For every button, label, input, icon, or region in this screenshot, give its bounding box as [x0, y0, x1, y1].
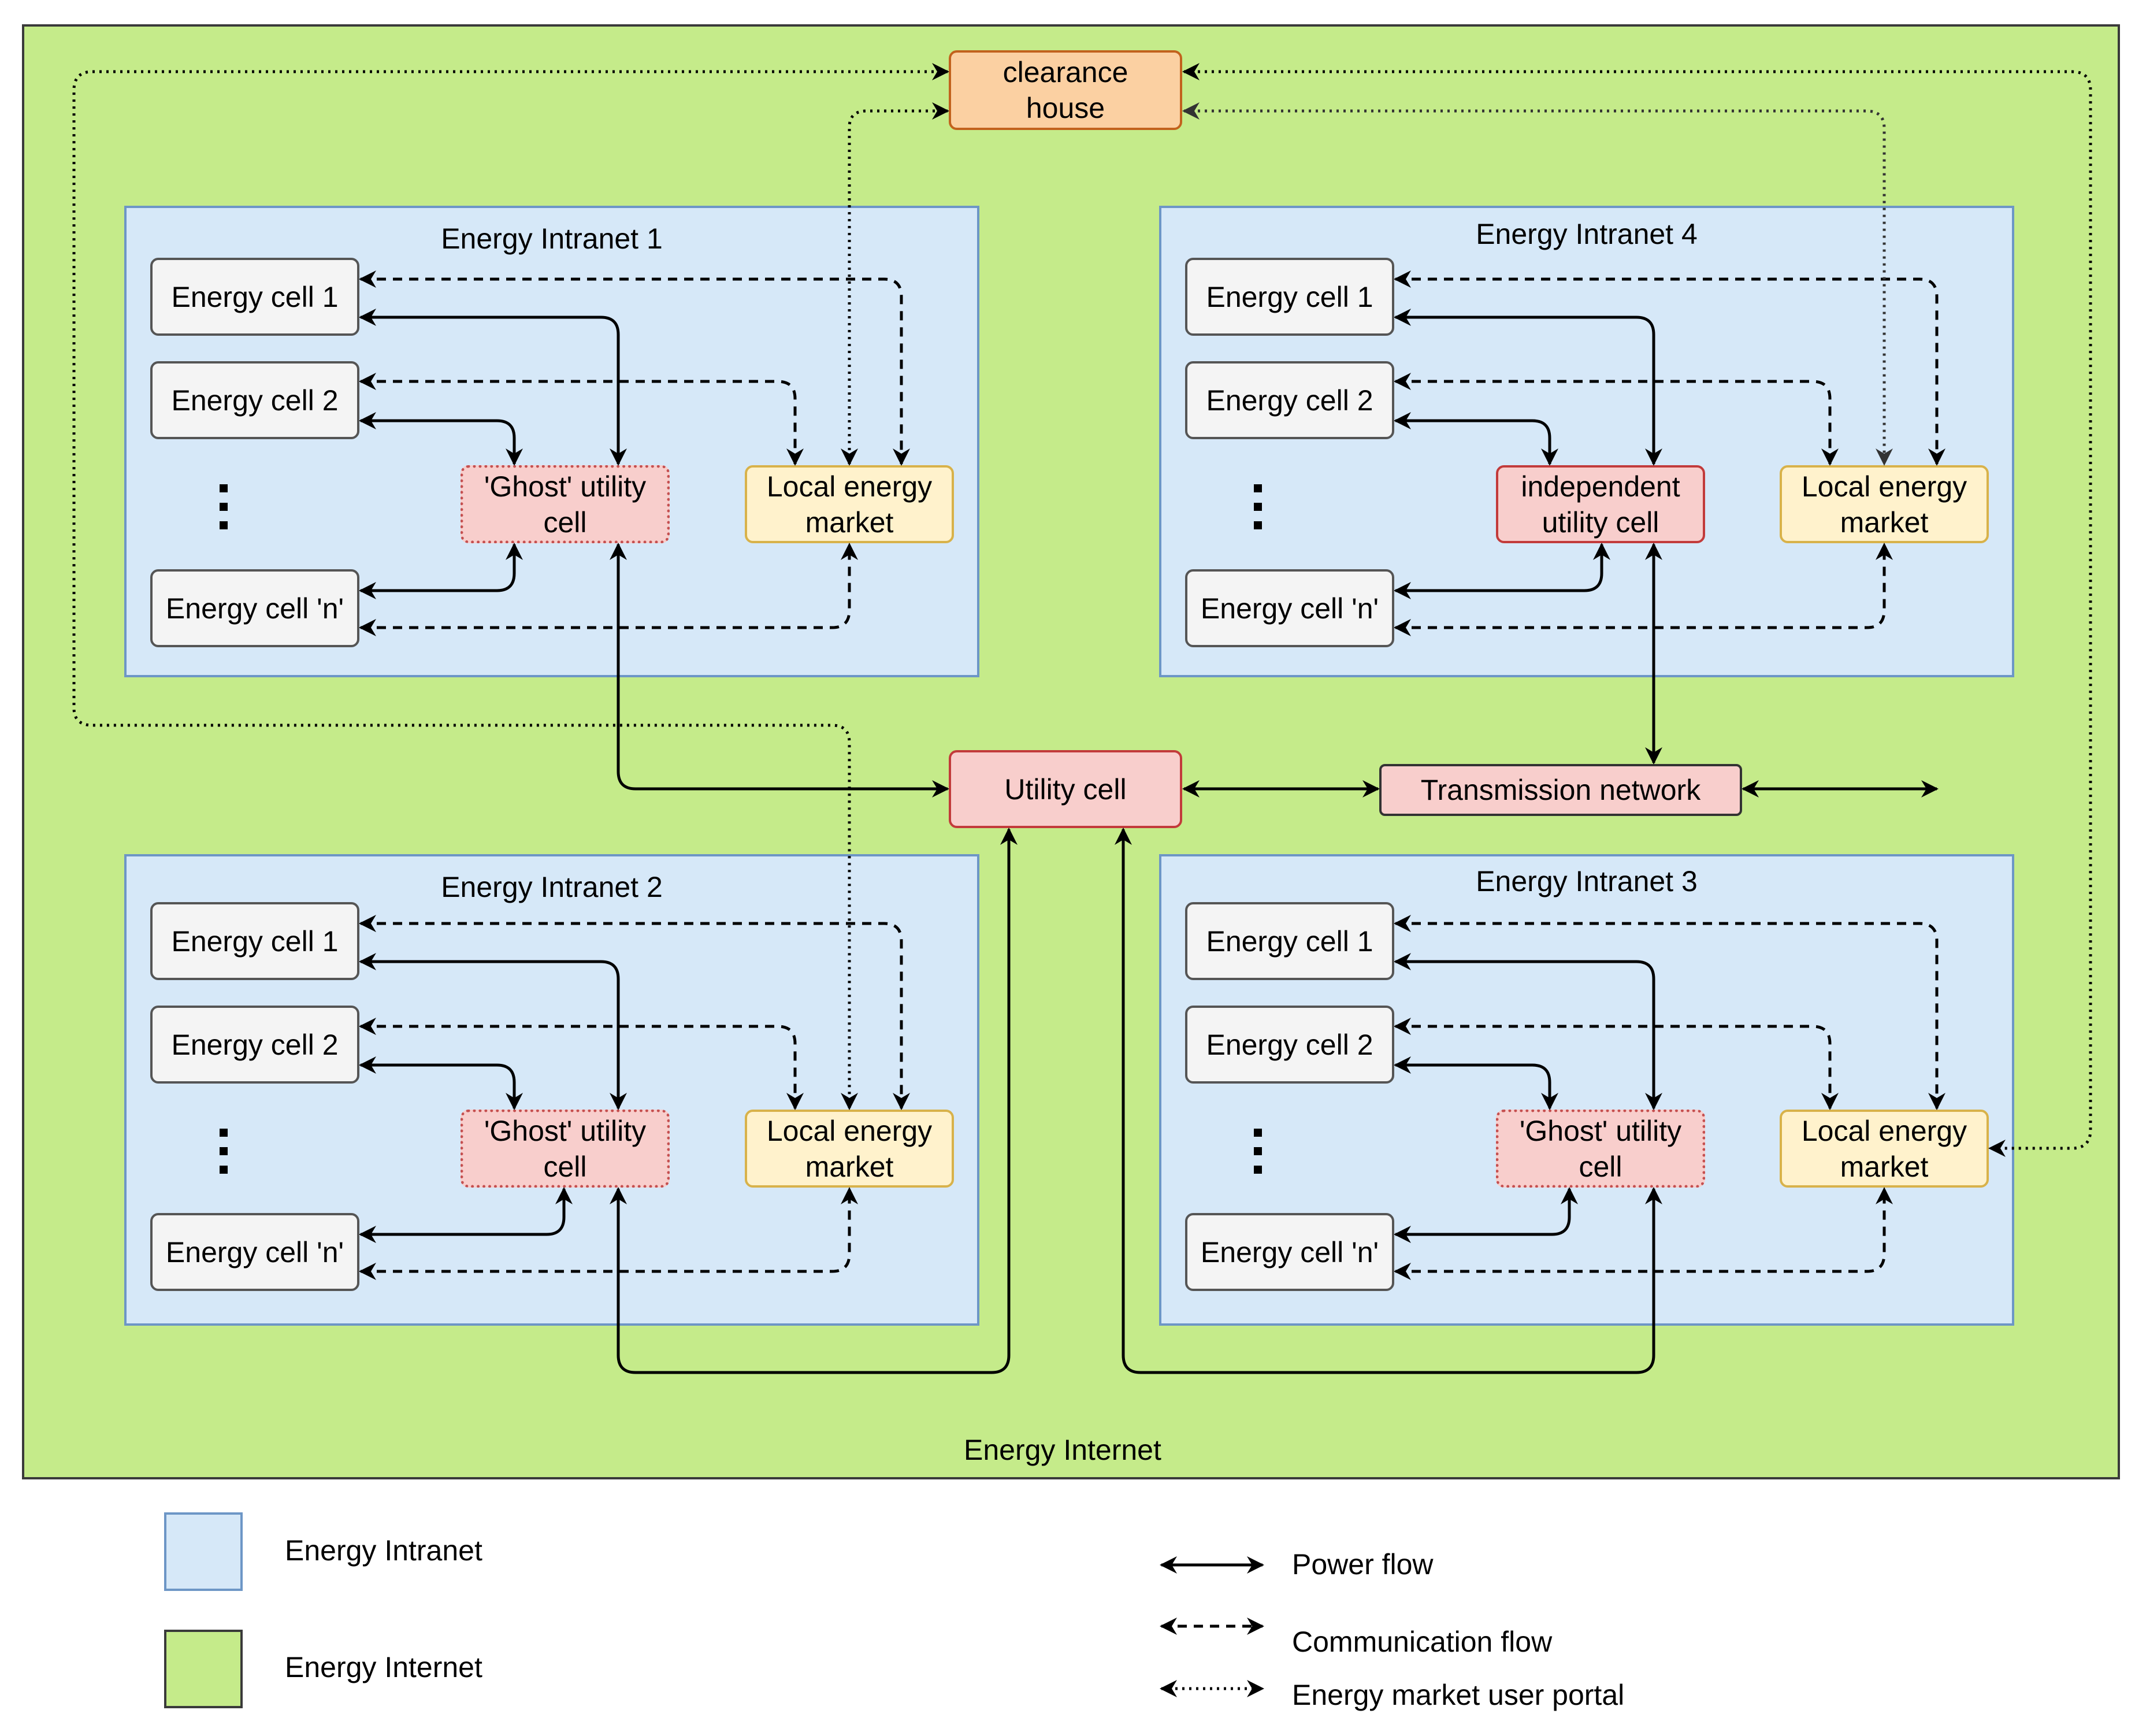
market-portal-arrow: [72, 63, 949, 1110]
communication-flow-arrow: [1394, 1018, 1839, 1110]
power-flow-arrow: [359, 309, 627, 466]
legend-market-portal-label: Energy market user portal: [1292, 1679, 1625, 1711]
power-flow-arrow: [1394, 1056, 1558, 1110]
market-portal-arrow: [1182, 102, 1893, 466]
energy-cell-1[interactable]: Energy cell 1: [150, 258, 359, 336]
market-portal-links: [72, 63, 2092, 1157]
power-flow-arrow: [1394, 543, 1610, 599]
energy-cell-n[interactable]: Energy cell 'n': [1185, 1213, 1394, 1291]
legend-intranet-swatch: [164, 1512, 243, 1591]
communication-flow-arrow: [1394, 270, 1945, 466]
communication-flow-arrow: [359, 270, 910, 466]
backbone-power-links: [610, 543, 1939, 1374]
legend-arrows: [1160, 1556, 1264, 1697]
ellipsis-dots: [220, 484, 228, 529]
power-flow-arrow: [1394, 412, 1558, 466]
power-flow-arrow: [610, 828, 1018, 1374]
power-flow-arrow: [359, 543, 523, 599]
legend-communication-flow-label: Communication flow: [1292, 1626, 1553, 1658]
communication-flow-arrow: [359, 543, 858, 636]
communication-flow-arrow: [1394, 915, 1945, 1110]
energy-internet-label: Energy Internet: [964, 1434, 1161, 1466]
communication-flow-arrow: [359, 1018, 804, 1110]
power-flow-arrow: [359, 1187, 573, 1243]
power-flow-arrow: [610, 543, 949, 797]
communication-flow-arrow: [359, 915, 910, 1110]
legend-intranet-label: Energy Intranet: [285, 1534, 482, 1567]
communication-flow-arrow: [1394, 373, 1839, 466]
intranet-4-links: [1394, 270, 1945, 636]
energy-cell-1[interactable]: Energy cell 1: [150, 902, 359, 980]
energy-cell-n[interactable]: Energy cell 'n': [150, 1213, 359, 1291]
communication-flow-arrow: [1394, 543, 1893, 636]
power-flow-arrow: [1115, 828, 1662, 1374]
intranet-3-links: [1394, 915, 1945, 1280]
ellipsis-dots: [220, 1129, 228, 1174]
power-flow-arrow: [359, 953, 627, 1110]
communication-flow-arrow: [359, 1187, 858, 1280]
legend-internet-swatch: [164, 1630, 243, 1708]
utility-cell[interactable]: Utility cell: [949, 750, 1182, 828]
communication-flow-arrow: [359, 373, 804, 466]
power-flow-arrow: [1394, 1187, 1578, 1243]
energy-cell-2[interactable]: Energy cell 2: [150, 1006, 359, 1084]
energy-cell-n[interactable]: Energy cell 'n': [150, 569, 359, 647]
power-flow-arrow: [359, 1056, 523, 1110]
power-flow-arrow: [1394, 953, 1662, 1110]
intranet-1-links: [359, 270, 910, 636]
intranet-2-links: [359, 915, 910, 1280]
communication-flow-arrow: [1394, 1187, 1893, 1280]
legend-internet-label: Energy Internet: [285, 1651, 482, 1683]
ghost-utility-cell[interactable]: 'Ghost' utility cell: [461, 465, 670, 543]
clearance-house[interactable]: clearance house: [949, 50, 1182, 130]
power-flow-arrow: [359, 412, 523, 466]
power-flow-arrow: [1394, 309, 1662, 466]
intranet-title: Energy Intranet 1: [441, 222, 663, 255]
legend-power-flow-label: Power flow: [1292, 1548, 1434, 1581]
energy-cell-2[interactable]: Energy cell 2: [150, 361, 359, 439]
market-portal-arrow: [1182, 63, 2092, 1157]
